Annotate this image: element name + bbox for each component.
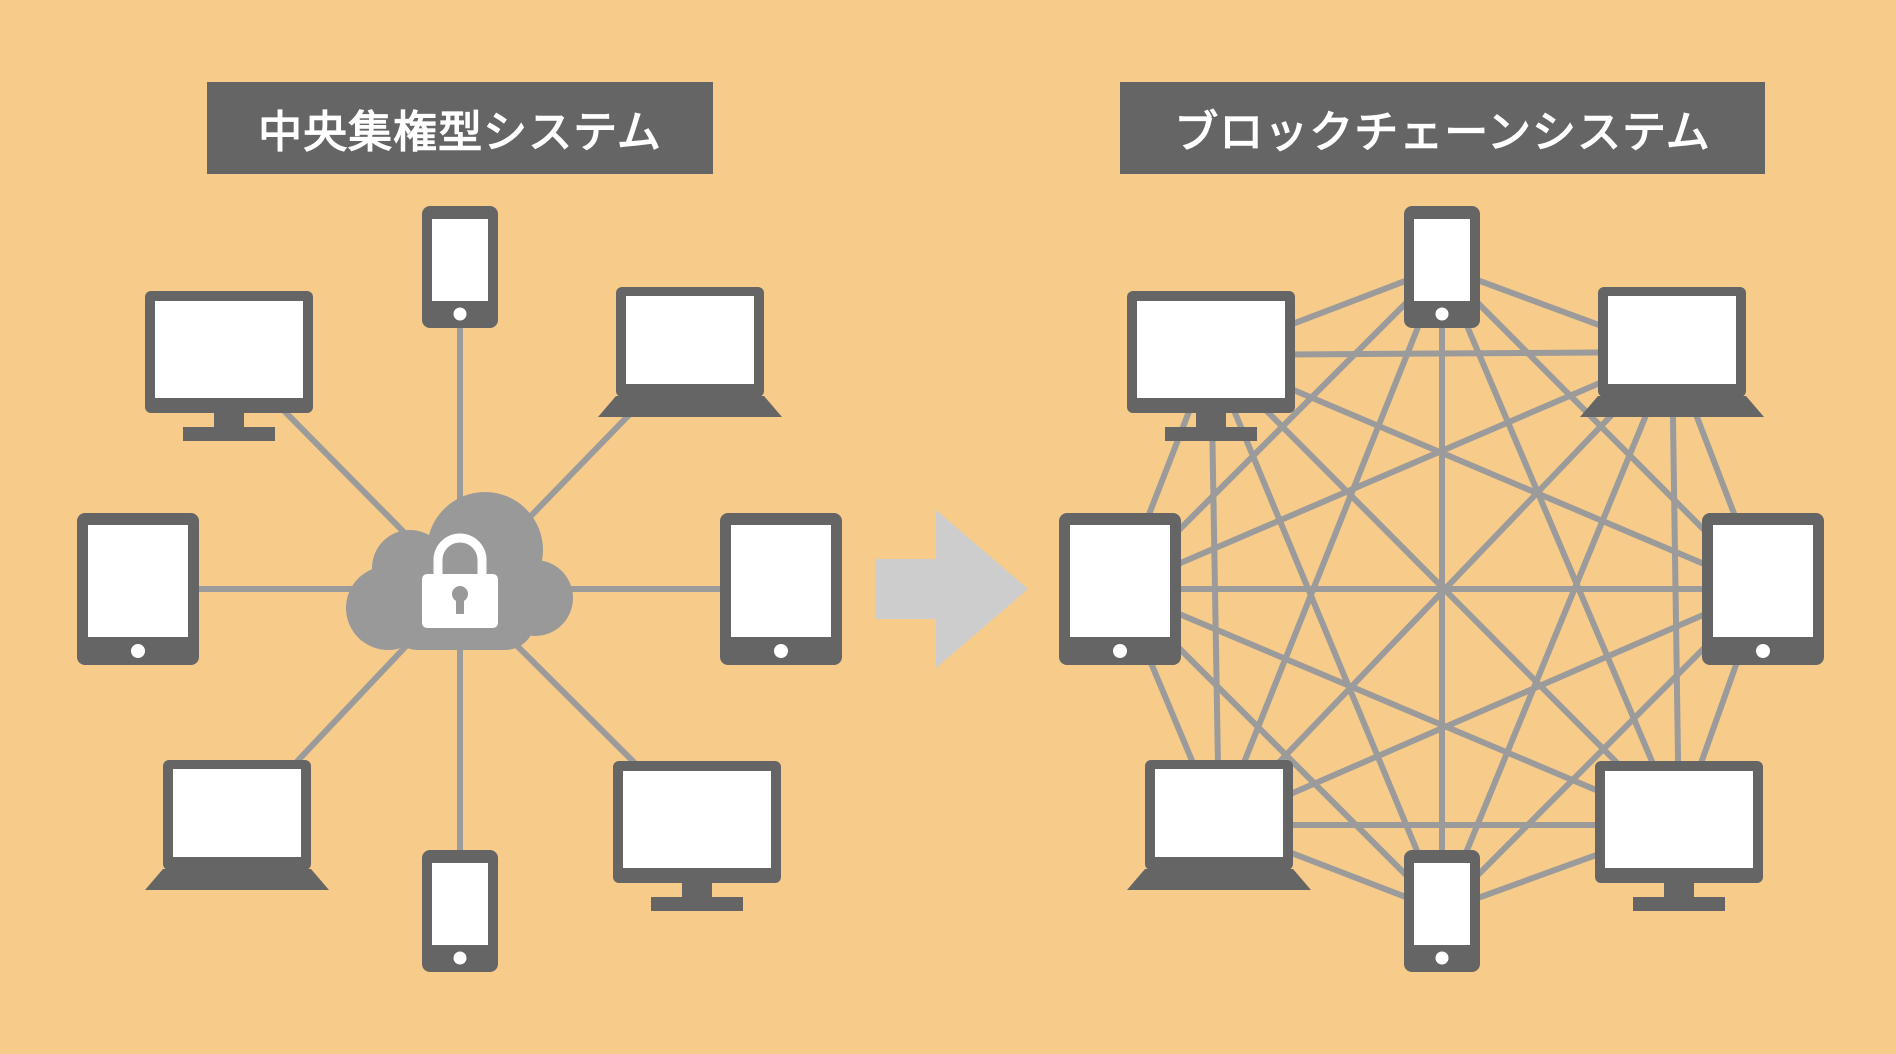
mesh-connection-line bbox=[1217, 586, 1765, 828]
blockchain-phone-icon bbox=[1404, 850, 1480, 972]
centralized-monitor-icon bbox=[145, 291, 313, 441]
centralized-system-title: 中央集権型システム bbox=[207, 82, 713, 174]
arrow-right-icon bbox=[875, 510, 1028, 668]
blockchain-laptop-icon bbox=[1580, 287, 1764, 417]
blockchain-phone-icon bbox=[1404, 206, 1480, 328]
mesh-connection-line bbox=[1439, 350, 1675, 913]
centralized-tablet-icon bbox=[77, 513, 199, 665]
mesh-connection-line bbox=[1208, 352, 1682, 828]
blockchain-laptop-icon bbox=[1127, 760, 1311, 890]
centralized-tablet-icon bbox=[720, 513, 842, 665]
mesh-connection-line bbox=[1439, 265, 1682, 827]
centralized-monitor-icon bbox=[613, 761, 781, 911]
mesh-connection-line bbox=[1209, 352, 1765, 592]
blockchain-system-title: ブロックチェーンシステム bbox=[1120, 82, 1765, 174]
blockchain-tablet-icon bbox=[1702, 513, 1824, 665]
centralized-laptop-icon bbox=[598, 287, 782, 417]
blockchain-monitor-icon bbox=[1595, 761, 1763, 911]
blockchain-devices bbox=[1059, 206, 1824, 972]
centralized-phone-icon bbox=[422, 206, 498, 328]
centralized-laptop-icon bbox=[145, 760, 329, 890]
mesh-connection-line bbox=[1208, 353, 1445, 913]
lock-icon bbox=[422, 533, 498, 628]
cloud-lock-icon bbox=[346, 492, 573, 650]
centralized-phone-icon bbox=[422, 850, 498, 972]
blockchain-tablet-icon bbox=[1059, 513, 1181, 665]
centralized-devices bbox=[77, 206, 842, 972]
blockchain-monitor-icon bbox=[1127, 291, 1295, 441]
mesh-connection-line bbox=[1216, 265, 1445, 827]
